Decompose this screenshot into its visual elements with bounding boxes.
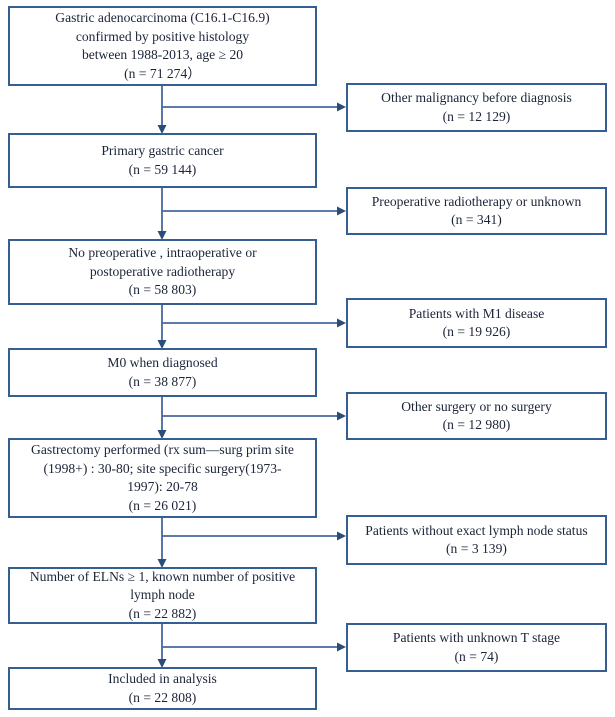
exclusion-box-3: Patients with M1 disease (n = 19 926) — [346, 298, 607, 348]
main-flow-box-5: Gastrectomy performed (rx sum—surg prim … — [8, 438, 317, 518]
exclusion-box-5: Patients without exact lymph node status… — [346, 515, 607, 565]
main-flow-box-2: Primary gastric cancer (n = 59 144) — [8, 133, 317, 188]
exclusion-box-6: Patients with unknown T stage (n = 74) — [346, 623, 607, 672]
main-flow-box-1: Gastric adenocarcinoma (C16.1-C16.9) con… — [8, 6, 317, 86]
exclusion-box-4: Other surgery or no surgery (n = 12 980) — [346, 392, 607, 440]
main-flow-box-6: Number of ELNs ≥ 1, known number of posi… — [8, 567, 317, 624]
exclusion-box-2: Preoperative radiotherapy or unknown (n … — [346, 187, 607, 235]
main-flow-box-3: No preoperative , intraoperative or post… — [8, 239, 317, 305]
exclusion-box-1: Other malignancy before diagnosis (n = 1… — [346, 83, 607, 132]
main-flow-box-4: M0 when diagnosed (n = 38 877) — [8, 348, 317, 397]
main-flow-box-7: Included in analysis (n = 22 808) — [8, 667, 317, 710]
